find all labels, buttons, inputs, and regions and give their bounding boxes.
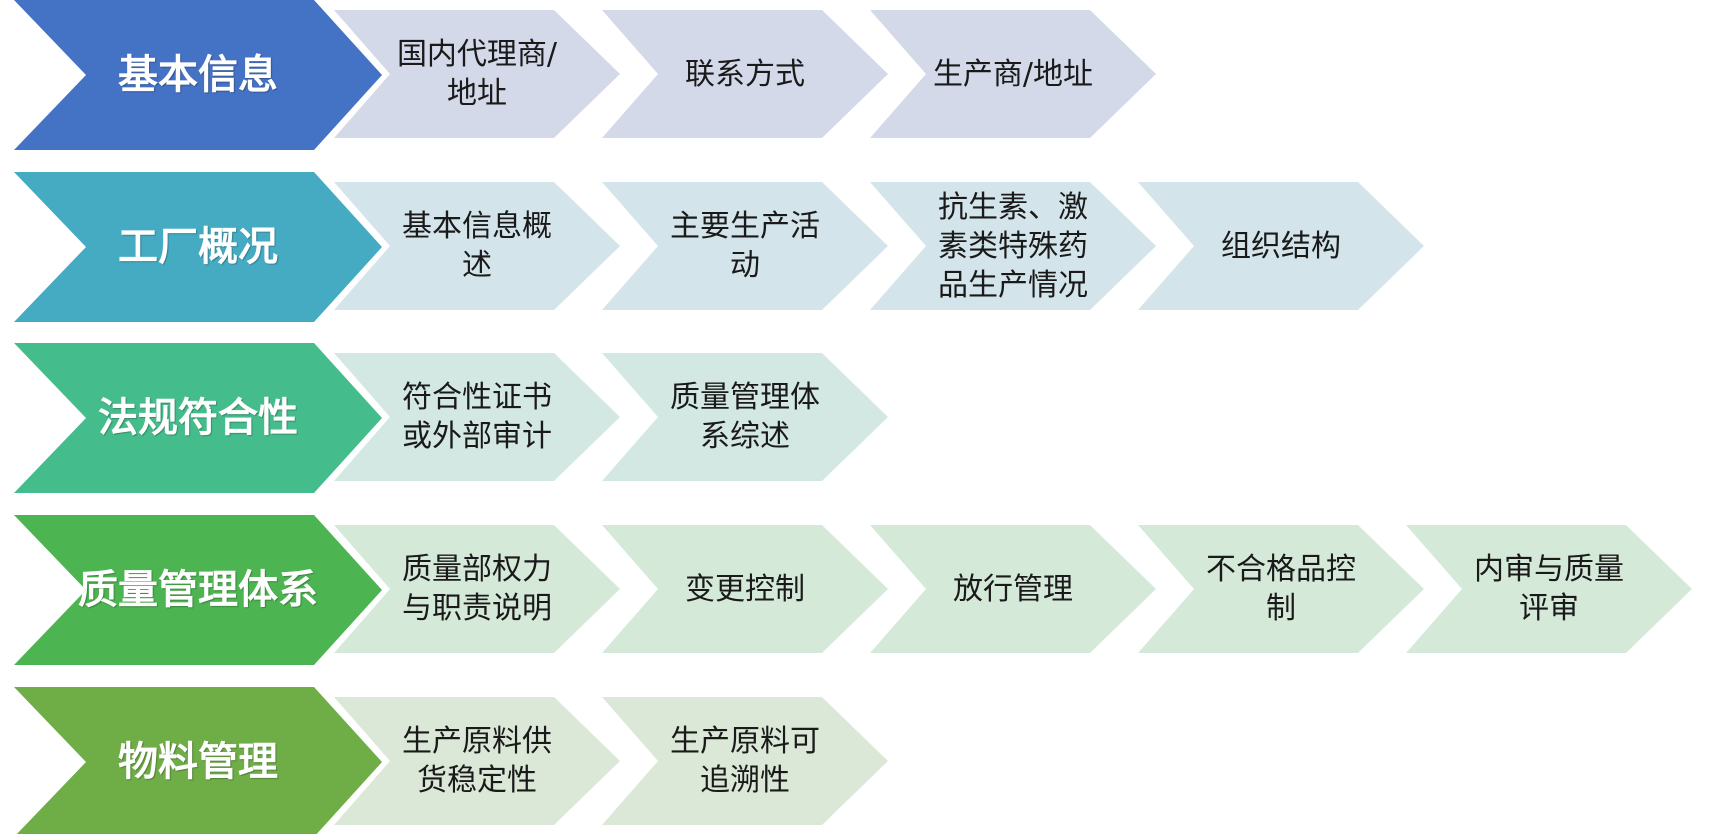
- row-header-label: 法规符合性: [98, 395, 298, 441]
- step-chevron: 主要生产活 动: [602, 182, 888, 310]
- step-label: 主要生产活 动: [670, 209, 820, 283]
- step-chevron: 变更控制: [602, 525, 888, 653]
- step-label: 内审与质量 评审: [1474, 552, 1624, 626]
- step-label: 生产原料可 追溯性: [670, 724, 820, 798]
- step-chevron: 内审与质量 评审: [1406, 525, 1692, 653]
- step-chevron: 生产原料可 追溯性: [602, 697, 888, 825]
- step-chevron: 质量管理体 系综述: [602, 353, 888, 481]
- step-label: 放行管理: [953, 571, 1073, 607]
- diagram-row: 工厂概况 基本信息概 述 主要生产活 动 抗生素、激 素类特殊药 品生产情况 组织结构: [0, 172, 1726, 322]
- step-label: 生产商/地址: [932, 56, 1094, 92]
- diagram-row: 物料管理 生产原料供 货稳定性 生产原料可 追溯性: [0, 687, 1726, 834]
- diagram-row: 质量管理体系 质量部权力 与职责说明 变更控制 放行管理 不合格品控 制 内审与质量 评审: [0, 515, 1726, 665]
- step-label: 国内代理商/ 地址: [396, 37, 558, 111]
- step-chevron: 生产商/地址: [870, 10, 1156, 138]
- step-chevron: 放行管理: [870, 525, 1156, 653]
- step-chevron: 联系方式: [602, 10, 888, 138]
- step-label: 质量部权力 与职责说明: [402, 552, 552, 626]
- row-header-chevron: 质量管理体系: [14, 515, 382, 665]
- step-chevron: 不合格品控 制: [1138, 525, 1424, 653]
- step-chevron: 基本信息概 述: [334, 182, 620, 310]
- diagram-row: 基本信息 国内代理商/ 地址 联系方式 生产商/地址: [0, 0, 1726, 150]
- step-label: 不合格品控 制: [1206, 552, 1356, 626]
- step-chevron: 组织结构: [1138, 182, 1424, 310]
- diagram-row: 法规符合性 符合性证书 或外部审计 质量管理体 系综述: [0, 343, 1726, 493]
- step-label: 抗生素、激 素类特殊药 品生产情况: [938, 189, 1088, 303]
- row-header-label: 基本信息: [118, 52, 278, 98]
- row-header-label: 工厂概况: [118, 224, 278, 270]
- row-header-chevron: 工厂概况: [14, 172, 382, 322]
- row-header-chevron: 法规符合性: [14, 343, 382, 493]
- step-label: 变更控制: [685, 571, 805, 607]
- step-chevron: 符合性证书 或外部审计: [334, 353, 620, 481]
- row-header-chevron: 基本信息: [14, 0, 382, 150]
- step-label: 质量管理体 系综述: [670, 380, 820, 454]
- row-header-label: 物料管理: [118, 739, 278, 785]
- step-label: 基本信息概 述: [402, 209, 552, 283]
- step-label: 生产原料供 货稳定性: [402, 724, 552, 798]
- step-label: 组织结构: [1221, 228, 1341, 264]
- row-header-label: 质量管理体系: [78, 567, 318, 613]
- step-chevron: 抗生素、激 素类特殊药 品生产情况: [870, 182, 1156, 310]
- row-header-chevron: 物料管理: [14, 687, 382, 834]
- step-label: 联系方式: [685, 56, 805, 92]
- step-label: 符合性证书 或外部审计: [402, 380, 552, 454]
